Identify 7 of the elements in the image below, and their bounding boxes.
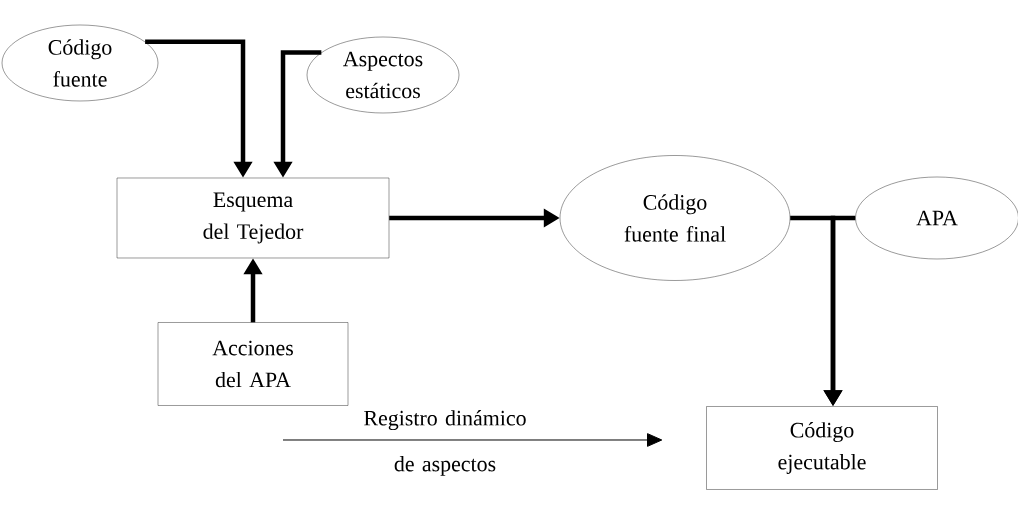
process-box: Esquema del Tejedor: [116, 177, 390, 259]
ellipse-node: Código fuente final: [559, 155, 791, 281]
ellipse-node: Aspectos estáticos: [306, 36, 460, 114]
process-box: Acciones del APA: [157, 322, 349, 406]
ellipse-node: Código fuente: [1, 24, 159, 102]
legend-text: Registro dinámico de aspectos: [364, 410, 526, 476]
process-box: Código ejecutable: [706, 406, 938, 490]
